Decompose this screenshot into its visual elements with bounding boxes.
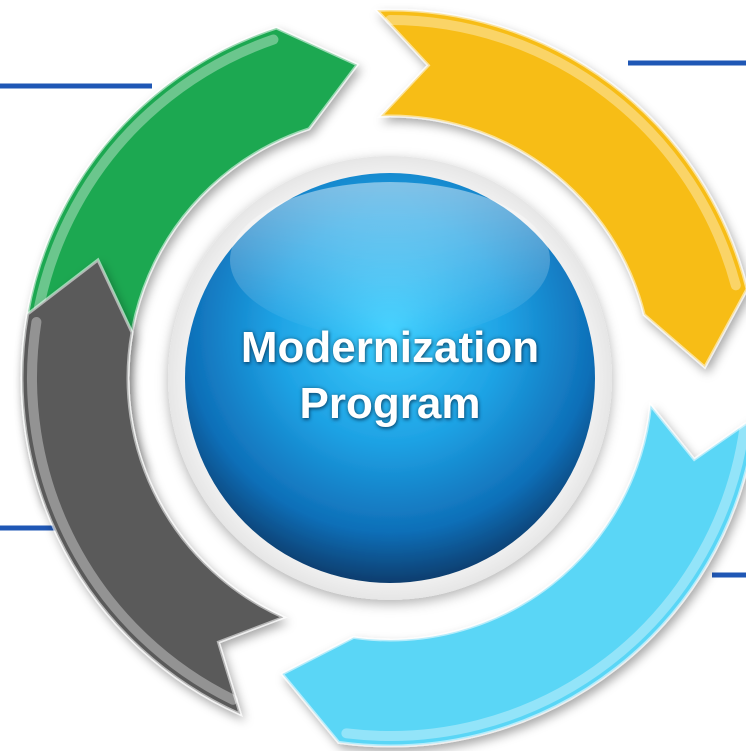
cycle-arrow-highlight-yellow <box>385 15 741 291</box>
cycle-arrow-highlight-light-blue <box>341 422 746 741</box>
cycle-arrow-highlight-gray <box>27 316 239 705</box>
cycle-arrow-light-blue <box>279 401 746 748</box>
cycle-ring <box>20 8 746 748</box>
cycle-arrow-gray <box>20 257 288 717</box>
connector-lines <box>0 60 746 578</box>
center-sphere <box>168 156 612 600</box>
center-title-line2: Program <box>299 379 481 428</box>
center-title: Modernization Program <box>180 320 600 432</box>
center-title-line1: Modernization <box>240 323 540 372</box>
cycle-arrow-yellow <box>373 8 746 370</box>
